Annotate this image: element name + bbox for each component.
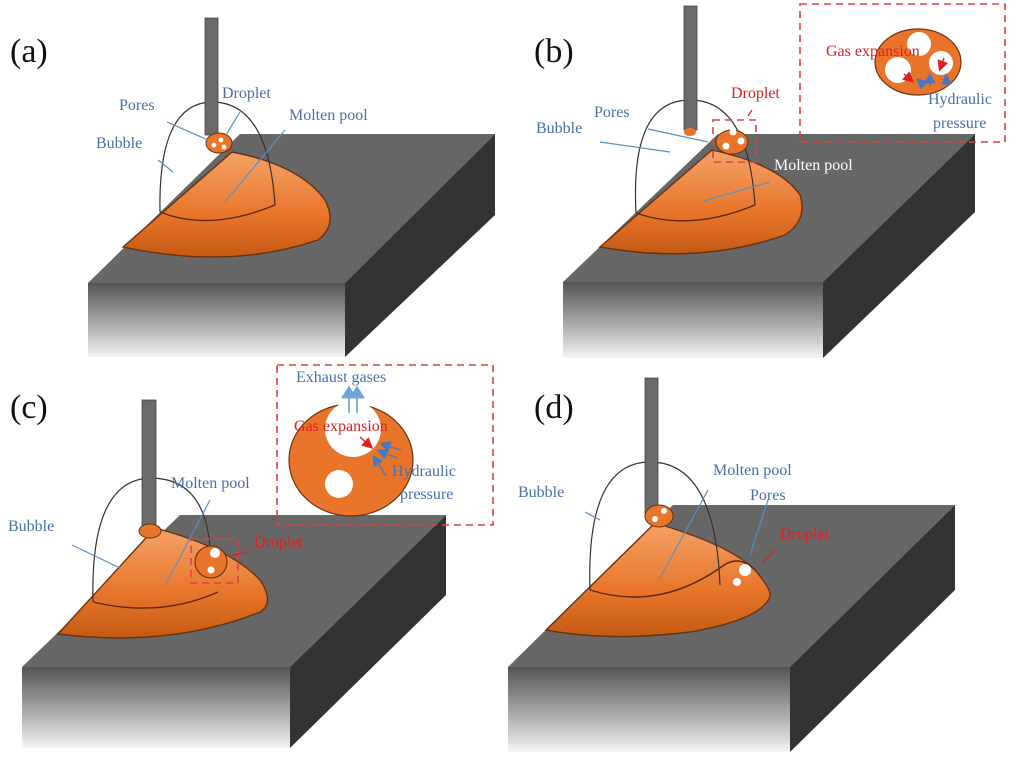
panel-d: (d) Bubble Molten pool Pores Droplet <box>508 377 955 752</box>
leader-molten-pool <box>702 181 771 202</box>
inset-droplet-detail: Gas expansion Hydraulic pressure <box>826 28 992 132</box>
pool-inner-ring <box>589 560 756 598</box>
electrode-tip-melt <box>684 128 696 136</box>
label-gas-expansion: Gas expansion <box>294 418 388 435</box>
leader-bubble <box>157 159 174 173</box>
pore <box>729 128 737 136</box>
inset-box <box>276 364 494 526</box>
pool-inner-ring <box>92 591 219 609</box>
label-droplet: Droplet <box>254 534 303 551</box>
panel-label-b: (b) <box>534 33 574 70</box>
pore <box>210 548 220 558</box>
droplet <box>205 132 233 154</box>
label-bubble: Bubble <box>8 518 54 535</box>
pool-inner-ring <box>159 204 276 222</box>
pore <box>221 144 227 150</box>
leader-droplet <box>229 551 249 557</box>
label-pores: Pores <box>750 487 786 504</box>
electrode <box>204 17 219 136</box>
panel-label-d: (d) <box>534 389 574 426</box>
molten-pool-shape <box>121 151 331 258</box>
label-molten-pool: Molten pool <box>713 462 792 479</box>
pore <box>722 142 730 150</box>
electrode <box>683 5 698 131</box>
panel-label-c: (c) <box>10 389 48 426</box>
panel-b: (b) Bubble Pores Droplet Molten pool <box>534 3 1006 358</box>
leader-bubble <box>71 544 121 569</box>
leader-pores <box>166 121 209 141</box>
plate-side-front <box>508 667 790 752</box>
hydraulic-pressure-arrow <box>379 441 402 452</box>
pool-inner-ring <box>635 204 756 222</box>
droplet <box>644 504 674 528</box>
pore <box>661 508 667 514</box>
label-pores: Pores <box>594 104 630 121</box>
inset-pore <box>907 32 931 56</box>
pore <box>733 578 741 586</box>
plate-side-right <box>823 134 975 358</box>
plate-side-right <box>345 134 495 357</box>
hydraulic-pressure-arrow <box>941 73 953 87</box>
label-molten-pool: Molten pool <box>171 475 250 492</box>
leader-droplet <box>761 549 776 565</box>
label-gas-expansion: Gas expansion <box>826 43 920 60</box>
label-droplet: Droplet <box>731 85 780 102</box>
panel-label-a: (a) <box>10 33 48 70</box>
droplet-highlight-box <box>712 119 757 163</box>
label-bubble: Bubble <box>536 120 582 137</box>
label-bubble: Bubble <box>518 484 564 501</box>
electrode <box>141 399 157 529</box>
pore <box>207 566 215 574</box>
label-hydraulic: Hydraulic <box>392 463 456 480</box>
hydraulic-pressure-arrow <box>915 78 929 90</box>
hydraulic-pressure-arrow <box>376 448 398 460</box>
plate-side-right <box>290 515 446 748</box>
plate-side-front <box>88 283 345 357</box>
label-molten-pool: Molten pool <box>774 157 853 174</box>
pore <box>739 564 751 576</box>
inset-pore <box>929 51 953 75</box>
leader-molten-pool <box>659 489 709 579</box>
leader-pores <box>749 499 769 556</box>
inset-droplet-detail: Exhaust gases Gas expansion Hydraulic pr… <box>288 369 456 517</box>
label-pressure: pressure <box>933 115 986 132</box>
leader-droplet <box>225 111 241 136</box>
electrode <box>644 377 659 519</box>
gas-expansion-arrow <box>901 71 915 83</box>
plate-side-front <box>563 282 823 358</box>
label-bubble: Bubble <box>96 135 142 152</box>
gas-expansion-arrow <box>359 436 374 449</box>
label-molten-pool: Molten pool <box>289 107 368 124</box>
label-pressure: pressure <box>400 486 453 503</box>
leader-bubble <box>599 141 671 153</box>
leader-molten-pool <box>224 129 286 203</box>
plate-side-front <box>22 667 290 748</box>
inset-pore <box>885 57 911 83</box>
pore <box>652 516 658 522</box>
gas-expansion-arrow <box>937 57 949 72</box>
pore <box>218 137 224 143</box>
panel-c: (c) Bubble Molten pool Droplet <box>8 364 494 748</box>
droplet-highlight-box <box>190 538 239 584</box>
leader-pores <box>647 128 709 143</box>
leader-molten-pool <box>164 499 211 587</box>
hydraulic-pressure-arrow <box>372 454 387 477</box>
label-exhaust-gases: Exhaust gases <box>296 369 386 386</box>
inset-box <box>799 3 1006 143</box>
leader-bubble <box>584 511 601 521</box>
inset-pore <box>325 470 353 498</box>
leader-droplet <box>747 109 753 117</box>
pore <box>737 137 745 145</box>
label-hydraulic: Hydraulic <box>928 91 992 108</box>
pore <box>211 142 217 148</box>
label-droplet: Droplet <box>222 85 271 102</box>
panel-a: (a) Pores Droplet Molten pool Bubble <box>10 17 495 357</box>
label-pores: Pores <box>119 97 155 114</box>
molten-pool-shape <box>544 522 771 638</box>
plate-side-right <box>790 505 955 752</box>
electrode-tip-melt <box>138 523 162 539</box>
label-droplet: Droplet <box>780 526 829 543</box>
